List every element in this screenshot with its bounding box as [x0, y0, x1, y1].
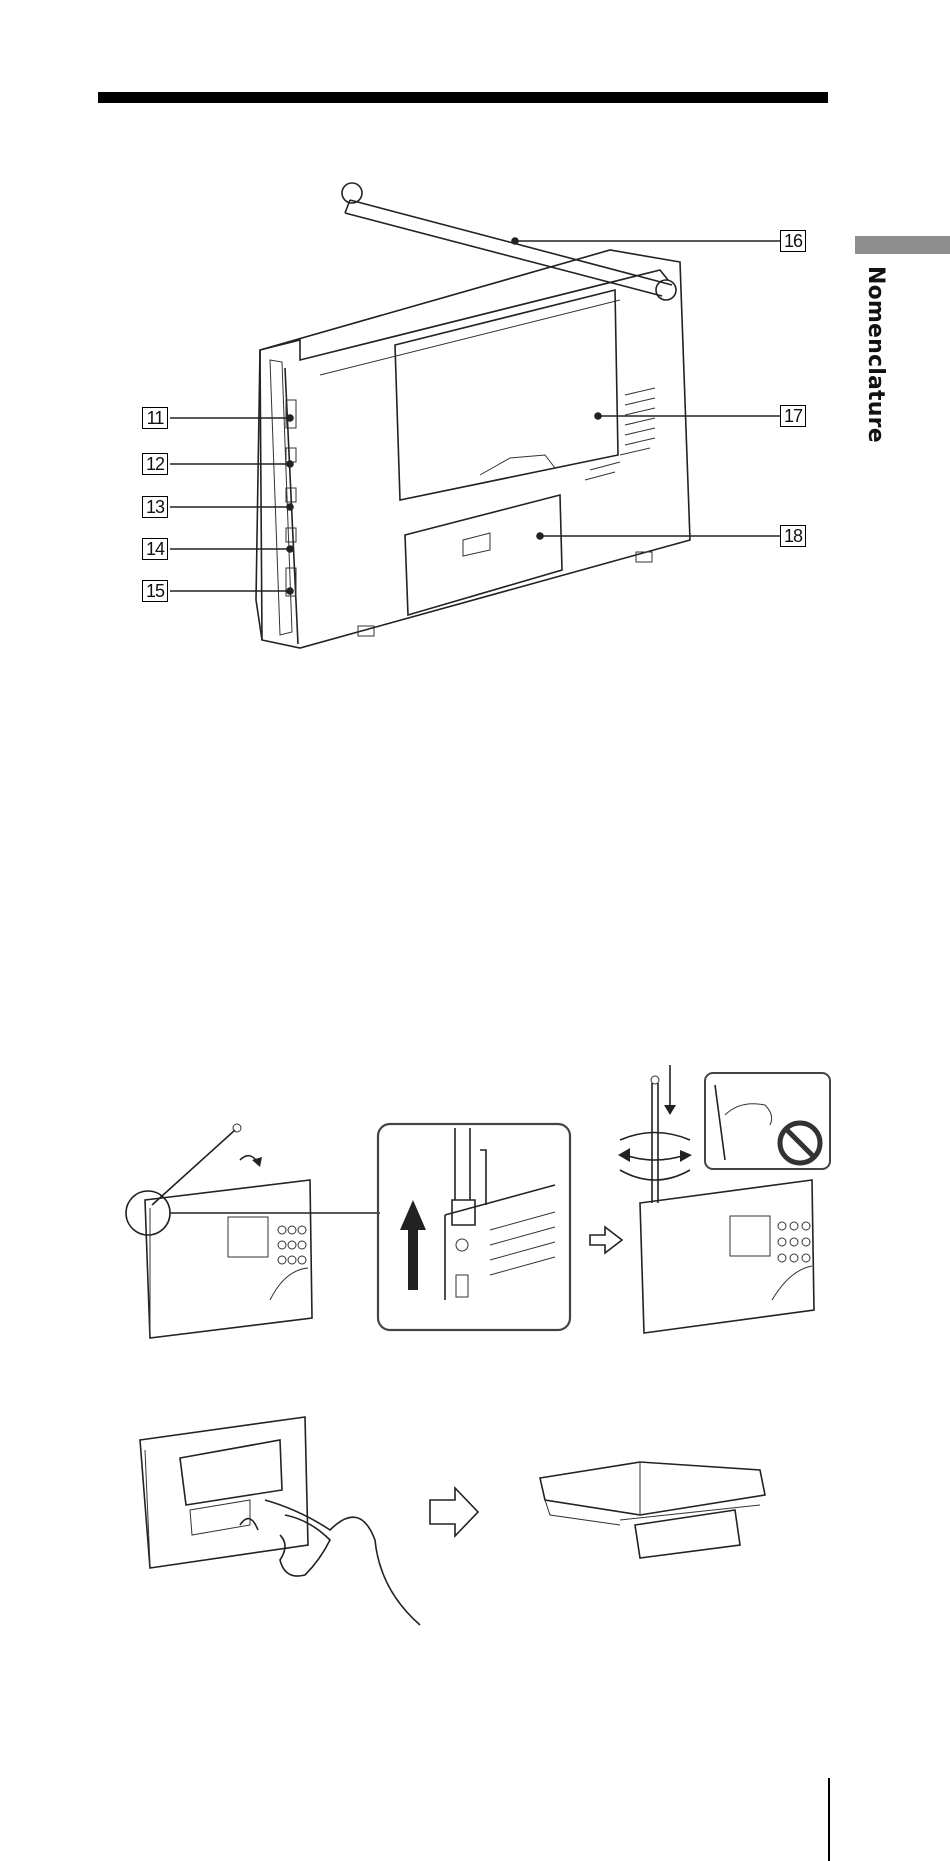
callout-12: 12 — [142, 453, 168, 475]
callout-15: 15 — [142, 580, 168, 602]
callout-17: 17 — [780, 405, 806, 427]
callout-16: 16 — [780, 230, 806, 252]
page-edge-rule — [828, 1778, 830, 1861]
callout-13: 13 — [142, 496, 168, 518]
radio-rear-illustration — [0, 0, 950, 660]
callout-18: 18 — [780, 525, 806, 547]
next-step-arrow-icon — [430, 1488, 478, 1536]
callout-14: 14 — [142, 538, 168, 560]
callout-11: 11 — [142, 407, 168, 429]
